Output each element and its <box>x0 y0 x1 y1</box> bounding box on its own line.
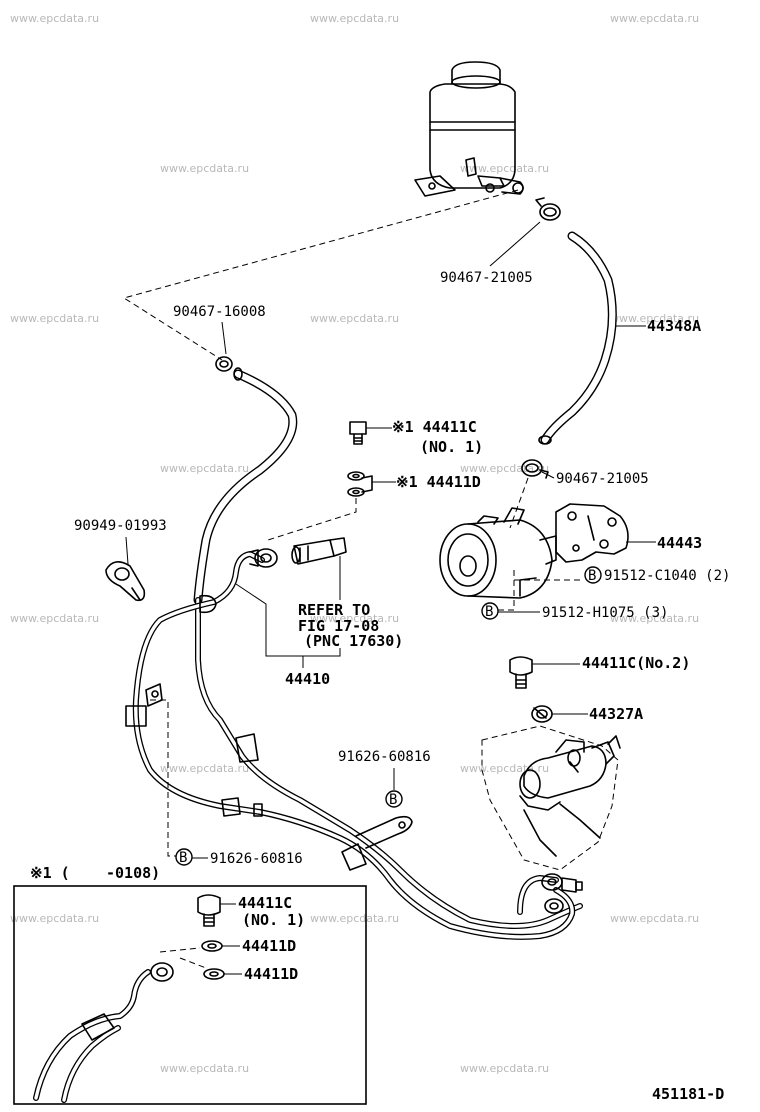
b-symbol: B <box>179 850 187 866</box>
inset-label-bolt-sub: (NO. 1) <box>242 911 305 929</box>
label-clamp-pump: 90467-21005 <box>556 471 649 487</box>
diagram-code: 451181-D <box>652 1085 724 1103</box>
label-bolt-pump-bracket: 91512-C1040 (2) <box>604 568 730 584</box>
reservoir-tank <box>414 61 524 197</box>
pressure-switch <box>291 537 347 565</box>
b-symbol-icon <box>385 790 403 808</box>
watermark: www.epcdata.ru <box>10 12 99 25</box>
gasket-44327a <box>531 705 553 723</box>
return-hose <box>538 231 617 445</box>
label-pressure-tube: 44410 <box>285 670 330 688</box>
watermark: www.epcdata.ru <box>610 612 699 625</box>
dashed-connection <box>509 477 529 529</box>
hose-clamp-top <box>535 197 561 221</box>
hose-clamp-left <box>215 356 233 372</box>
refer-line-2: FIG 17-08 <box>298 617 379 635</box>
watermark: www.epcdata.ru <box>310 912 399 925</box>
dashed-connection <box>150 699 176 857</box>
watermark: www.epcdata.ru <box>610 12 699 25</box>
label-bolt-pump: 91512-H1075 (3) <box>542 605 668 621</box>
gasket-pair <box>347 471 373 497</box>
label-clip: 90949-01993 <box>74 518 167 534</box>
watermark: www.epcdata.ru <box>160 762 249 775</box>
power-steering-pump <box>439 507 557 599</box>
b-symbol-icon <box>481 602 499 620</box>
label-union-bolt-sub: (NO. 1) <box>420 438 483 456</box>
label-gasket: ※1 44411D <box>396 473 481 491</box>
label-union-bolt: ※1 44411C <box>392 418 477 436</box>
label-bolt-clamp-lower: 91626-60816 <box>210 851 303 867</box>
leader-line <box>125 536 129 565</box>
watermark: www.epcdata.ru <box>460 162 549 175</box>
inset-label-gasket-1: 44411D <box>242 937 296 955</box>
label-gasket-44327a: 44327A <box>589 705 643 723</box>
watermark: www.epcdata.ru <box>160 462 249 475</box>
label-bolt-clamp-upper: 91626-60816 <box>338 749 431 765</box>
label-bracket: 44443 <box>657 534 702 552</box>
refer-line-3: (PNC 17630) <box>304 632 403 650</box>
inset-header-code: -0108) <box>106 864 160 882</box>
pump-bracket <box>555 503 629 563</box>
watermark: www.epcdata.ru <box>10 612 99 625</box>
steering-gear <box>481 725 621 871</box>
suction-hose <box>193 367 298 605</box>
inset-panel: ※1 ( -0108) 44411C (NO. 1) 44411D 44411D <box>13 864 367 1105</box>
pressure-tube-assembly <box>125 548 583 940</box>
dashed-connection <box>267 498 357 541</box>
leader-line <box>489 221 541 267</box>
watermark: www.epcdata.ru <box>310 612 399 625</box>
watermark: www.epcdata.ru <box>160 1062 249 1075</box>
inset-label-bolt: 44411C <box>238 894 292 912</box>
leader-line <box>221 321 227 355</box>
leader-line <box>235 583 341 657</box>
watermark: www.epcdata.ru <box>160 162 249 175</box>
watermark: www.epcdata.ru <box>460 1062 549 1075</box>
refer-line-1: REFER TO <box>298 601 370 619</box>
watermark: www.epcdata.ru <box>10 912 99 925</box>
watermark: www.epcdata.ru <box>310 312 399 325</box>
dashed-connection <box>122 189 519 361</box>
b-symbol: B <box>588 568 596 584</box>
b-symbol-icon <box>584 566 602 584</box>
watermarks: www.epcdata.ru www.epcdata.ru www.epcdat… <box>10 12 699 1075</box>
union-bolt-no2 <box>509 656 533 689</box>
label-union-bolt-no2: 44411C(No.2) <box>582 654 690 672</box>
hose-clamp-pump <box>521 459 549 479</box>
watermark: www.epcdata.ru <box>10 312 99 325</box>
watermark: www.epcdata.ru <box>610 312 699 325</box>
b-symbol: B <box>389 792 397 808</box>
b-symbol-icon <box>175 848 193 866</box>
leader-line <box>541 471 555 479</box>
inset-header-mark: ※1 ( <box>30 864 70 882</box>
inset-label-gasket-2: 44411D <box>244 965 298 983</box>
watermark: www.epcdata.ru <box>310 12 399 25</box>
watermark: www.epcdata.ru <box>610 912 699 925</box>
b-symbol: B <box>485 604 493 620</box>
union-bolt <box>349 421 367 445</box>
label-clamp-top: 90467-21005 <box>440 270 533 286</box>
label-clamp-left: 90467-16008 <box>173 304 266 320</box>
label-return-hose: 44348A <box>647 317 701 335</box>
tube-clip <box>105 561 146 602</box>
